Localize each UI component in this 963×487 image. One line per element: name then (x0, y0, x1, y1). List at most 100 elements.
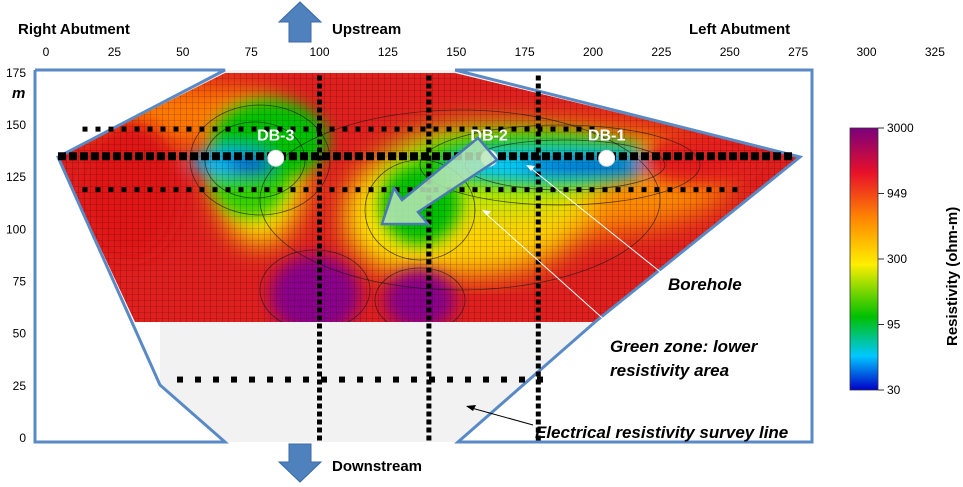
x-tick-label: 100 (309, 45, 329, 59)
survey-line-main-dot (410, 152, 418, 161)
survey-line-lower-dot (576, 187, 582, 193)
survey-line-bottom-dot (321, 376, 327, 383)
survey-line-vertical-dot (535, 251, 541, 257)
survey-line-upper-dot (394, 126, 400, 132)
survey-line-upper-dot (121, 126, 127, 132)
survey-line-vertical-dot (535, 235, 541, 241)
colorbar-tick-label: 95 (887, 318, 901, 332)
survey-line-vertical-dot (535, 139, 541, 145)
survey-line-lower-dot (589, 187, 595, 193)
survey-line-main-dot (322, 152, 330, 161)
survey-line-vertical-dot (535, 211, 541, 217)
survey-line-lower-dot (550, 187, 556, 193)
survey-line-lower-dot (342, 187, 348, 193)
survey-line-upper-dot (368, 126, 374, 132)
survey-line-upper-dot (550, 126, 556, 132)
survey-line-upper-dot (342, 126, 348, 132)
survey-line-main-dot (333, 152, 341, 161)
survey-line-vertical-dot (426, 323, 432, 329)
survey-line-bottom-dot (177, 376, 183, 383)
survey-line-vertical-dot (317, 203, 322, 209)
survey-line-lower-dot (498, 187, 504, 193)
survey-line-vertical-dot (535, 155, 541, 161)
y-tick-label: 125 (6, 170, 26, 184)
survey-line-vertical-dot (426, 243, 432, 249)
survey-line-vertical-dot (317, 243, 322, 249)
survey-line-vertical-dot (317, 339, 322, 345)
colorbar-tick-label: 949 (887, 187, 907, 201)
survey-line-vertical-dot (317, 227, 322, 233)
y-tick-label: 0 (19, 431, 26, 445)
survey-line-lower-dot (290, 187, 296, 193)
survey-line-vertical-dot (317, 219, 322, 225)
survey-line-bottom-dot (447, 376, 453, 383)
survey-line-main-dot (399, 152, 407, 161)
survey-line-main-dot (124, 152, 132, 161)
survey-line-vertical-dot (426, 227, 432, 233)
x-tick-label: 50 (176, 45, 190, 59)
survey-line-main-dot (366, 152, 374, 161)
survey-line-vertical-dot (426, 307, 432, 313)
survey-leader (467, 406, 534, 426)
survey-line-vertical-dot (317, 379, 322, 385)
survey-line-vertical-dot (535, 291, 541, 297)
survey-line-vertical-dot (426, 75, 432, 81)
survey-line-vertical-dot (317, 355, 322, 361)
survey-line-vertical-dot (317, 115, 322, 121)
survey-line-vertical-dot (317, 139, 322, 145)
survey-line-main-dot (190, 152, 198, 161)
survey-line-vertical-dot (426, 347, 432, 353)
x-tick-label: 25 (108, 45, 122, 59)
survey-line-vertical-dot (535, 427, 541, 433)
survey-line-vertical-dot (317, 195, 322, 201)
survey-line-vertical-dot (317, 123, 322, 129)
survey-line-main-dot (212, 152, 220, 161)
survey-line-main-dot (146, 152, 154, 161)
survey-line-vertical-dot (535, 395, 541, 401)
survey-line-vertical-dot (317, 83, 322, 89)
colorbar-tick-label: 3000 (887, 121, 914, 135)
survey-line-vertical-dot (317, 283, 322, 289)
y-tick-label: 175 (6, 66, 26, 80)
survey-line-bottom-dot (267, 376, 273, 383)
survey-line-vertical-dot (535, 83, 541, 89)
survey-line-main-dot (553, 152, 561, 161)
survey-line-vertical-dot (426, 131, 432, 137)
survey-line-upper-dot (160, 126, 166, 132)
survey-line-upper-dot (381, 126, 387, 132)
survey-leader-arrowhead (466, 405, 476, 411)
survey-line-main-dot (80, 152, 88, 161)
survey-line-vertical-dot (535, 267, 541, 273)
survey-line-main-dot (300, 152, 308, 161)
survey-line-bottom-dot (519, 376, 525, 383)
survey-line-vertical-dot (535, 331, 541, 337)
survey-line-main-dot (641, 152, 649, 161)
survey-line-upper-dot (589, 126, 595, 132)
survey-line-vertical-dot (535, 403, 541, 409)
survey-line-lower-dot (251, 187, 257, 193)
survey-line-bottom-dot (339, 376, 345, 383)
survey-line-main-dot (696, 152, 704, 161)
survey-line-vertical-dot (426, 259, 432, 265)
survey-line-lower-dot (199, 187, 205, 193)
survey-line-lower-dot (264, 187, 270, 193)
survey-line-main-dot (542, 152, 550, 161)
survey-line-vertical-dot (426, 299, 432, 305)
survey-line-main-dot (289, 152, 297, 161)
survey-line-main-dot (223, 152, 231, 161)
y-tick-label: 50 (13, 327, 27, 341)
survey-line-main-dot (245, 152, 253, 161)
green-leader-arrowhead (482, 210, 491, 216)
survey-line-lower-dot (472, 187, 478, 193)
survey-line-vertical-dot (317, 251, 322, 257)
x-tick-label: 175 (515, 45, 535, 59)
survey-line-vertical-dot (317, 411, 322, 417)
survey-line-vertical-dot (317, 419, 322, 425)
survey-line-lower-dot (602, 187, 608, 193)
survey-line-bottom-dot (411, 376, 417, 383)
survey-line-main-dot (762, 152, 770, 161)
survey-line-vertical-dot (317, 387, 322, 393)
